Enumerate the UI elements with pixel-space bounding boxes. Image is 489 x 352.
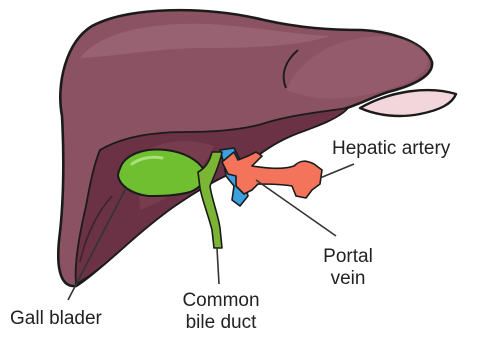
label-portal-vein-line2: vein	[318, 268, 378, 290]
label-common-bile-duct: Common bile duct	[166, 290, 276, 334]
label-common-bile-duct-line1: Common	[166, 290, 276, 312]
label-hepatic-artery: Hepatic artery	[332, 138, 450, 160]
label-portal-vein: Portal vein	[318, 246, 378, 290]
label-gall-bladder: Gall blader	[10, 308, 102, 330]
leader-hepatic-artery	[320, 164, 354, 178]
label-portal-vein-line1: Portal	[318, 246, 378, 268]
leader-common-bile-duct	[217, 248, 219, 284]
label-common-bile-duct-line2: bile duct	[166, 312, 276, 334]
